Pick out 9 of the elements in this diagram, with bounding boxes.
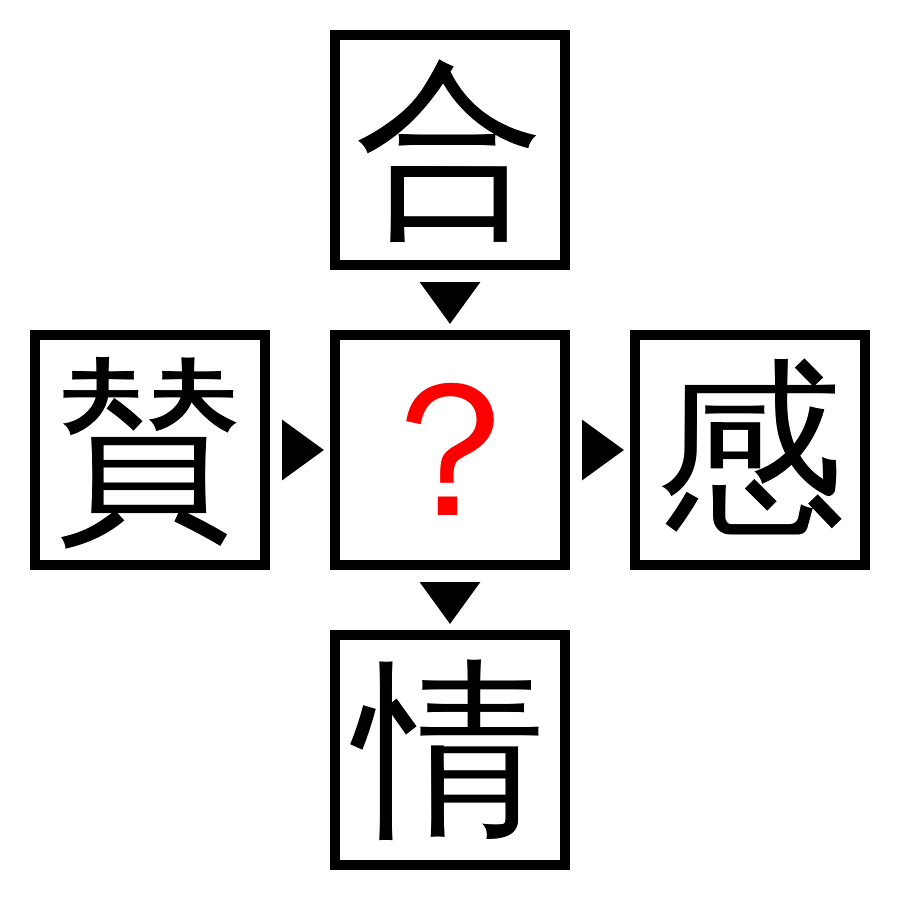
arrow xyxy=(420,282,480,324)
arrow xyxy=(282,420,324,480)
character-box: 合 xyxy=(330,30,570,270)
character-box: ？ xyxy=(330,330,570,570)
character-box: 情 xyxy=(330,630,570,870)
arrow xyxy=(582,420,624,480)
character-box: 感 xyxy=(630,330,870,570)
arrow xyxy=(420,582,480,624)
character-box: 賛 xyxy=(30,330,270,570)
